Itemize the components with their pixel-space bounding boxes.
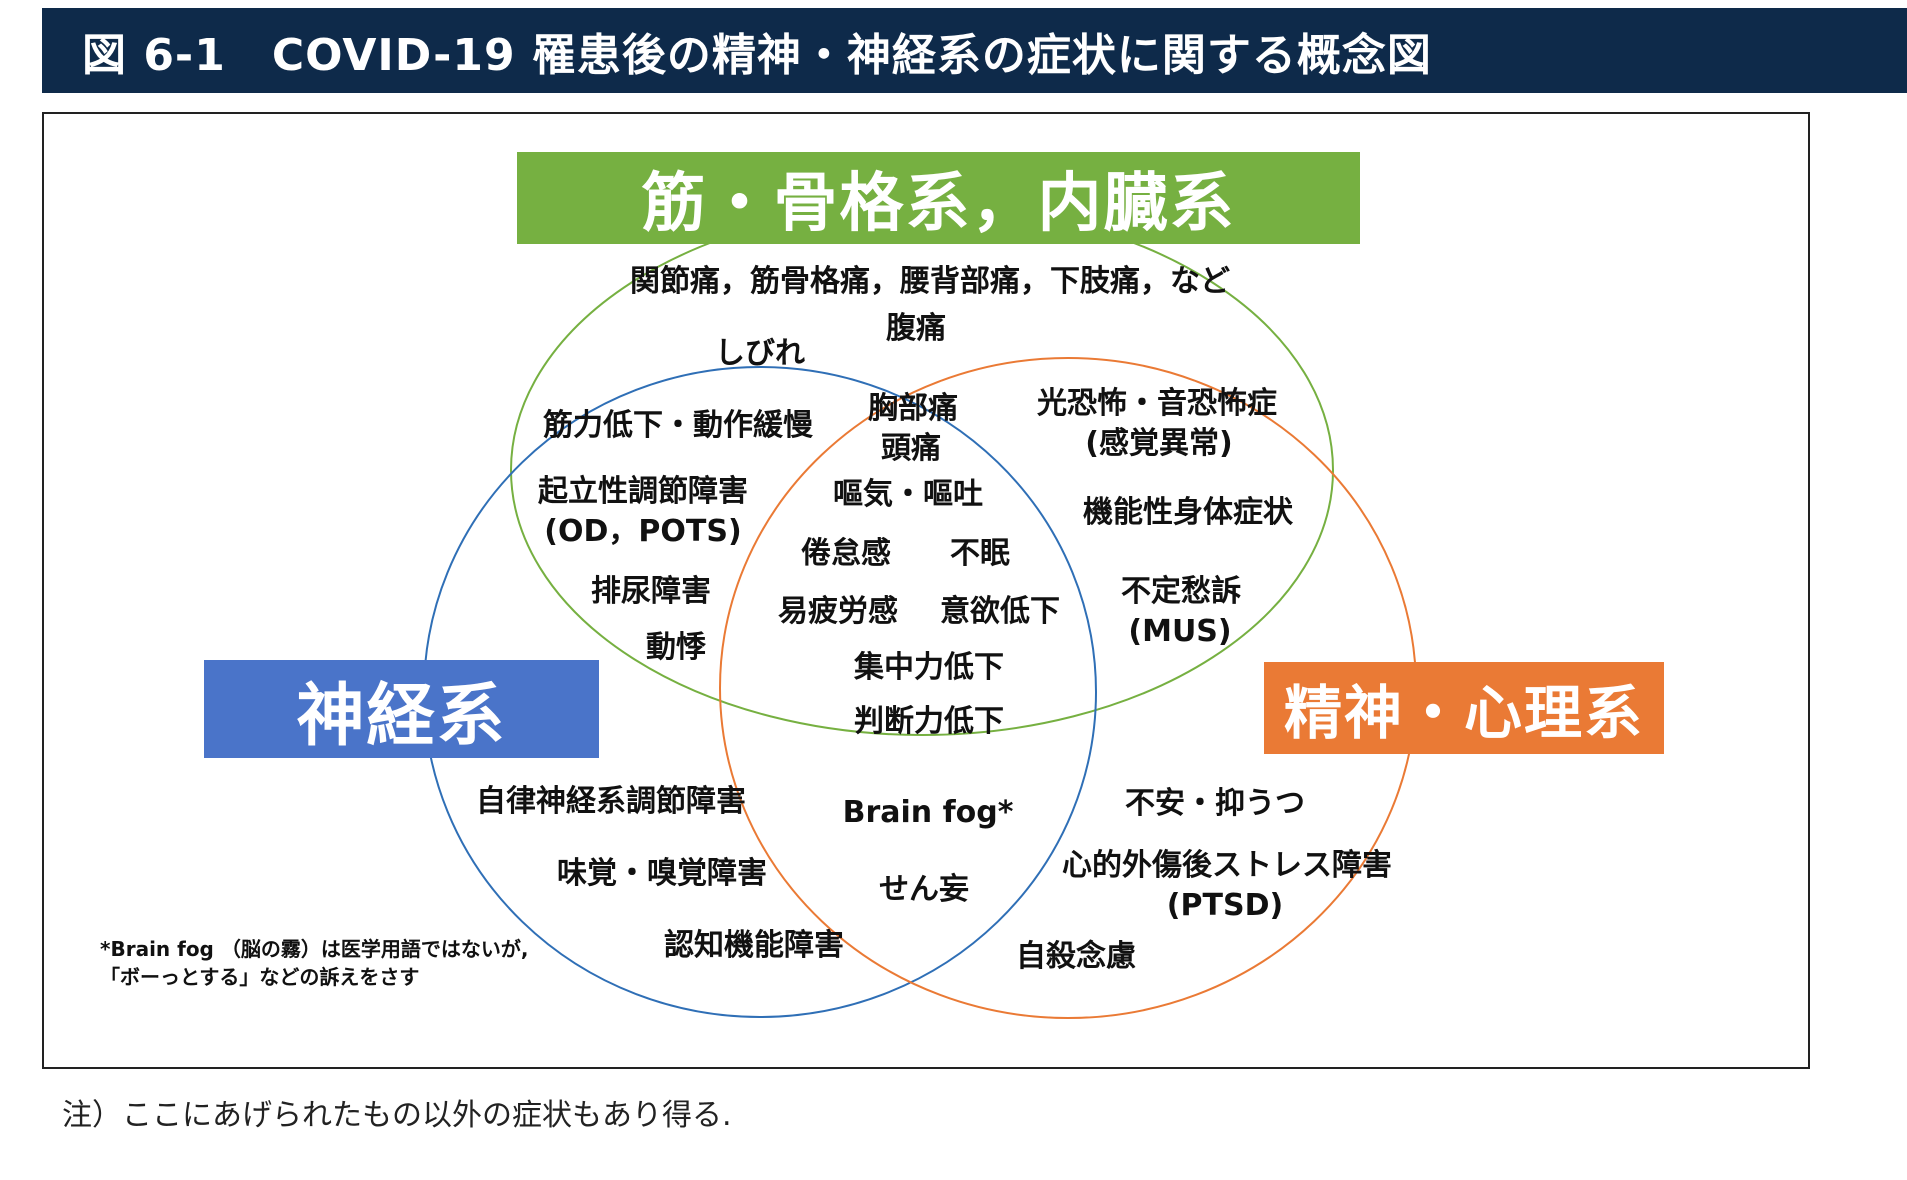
symptom-ptsd: 心的外傷後ストレス障害 — [1062, 848, 1392, 883]
footnote: 注）ここにあげられたもの以外の症状もあり得る. — [62, 1098, 732, 1133]
symptom-chest-pain: 胸部痛 — [868, 391, 958, 426]
symptom-autonomic: 自律神経系調節障害 — [476, 784, 746, 819]
symptom-photophobia: 光恐怖・音恐怖症 — [1037, 386, 1277, 421]
symptom-taste-smell: 味覚・嗅覚障害 — [557, 856, 767, 891]
symptom-mus: 不定愁訴 — [1121, 574, 1241, 609]
symptom-nausea: 嘔気・嘔吐 — [833, 477, 983, 512]
symptom-urinary: 排尿障害 — [591, 574, 711, 609]
symptom-delirium: せん妄 — [879, 872, 969, 907]
symptom-weakness: 筋力低下・動作緩慢 — [543, 408, 813, 443]
symptom-joint-pain: 関節痛，筋骨格痛，腰背部痛，下肢痛，など — [630, 264, 1230, 299]
brain-fog-note: *Brain fog （脳の霧）は医学用語ではないが, 「ボーっとする」などの訴… — [100, 935, 528, 991]
symptom-suicidal: 自殺念慮 — [1016, 939, 1136, 974]
symptom-mus-abbrev: (MUS) — [1128, 614, 1232, 649]
figure-title: COVID-19 罹患後の精神・神経系の症状に関する概念図 — [271, 29, 1432, 81]
symptom-od-pots: (OD，POTS) — [544, 514, 742, 549]
figure-title-bar: 図 6-1 COVID-19 罹患後の精神・神経系の症状に関する概念図 — [42, 8, 1907, 93]
symptom-anxiety: 不安・抑うつ — [1125, 786, 1305, 821]
brain-fog-note-line-2: 「ボーっとする」などの訴えをさす — [100, 965, 420, 989]
symptom-headache: 頭痛 — [881, 431, 941, 466]
symptom-fatigue: 倦怠感 — [801, 536, 891, 571]
category-psychological: 精神・心理系 — [1264, 662, 1664, 754]
figure-number: 図 6-1 — [82, 29, 226, 81]
brain-fog-note-line-1: *Brain fog （脳の霧）は医学用語ではないが, — [100, 937, 529, 961]
symptom-brain-fog: Brain fog* — [842, 795, 1014, 830]
diagram-frame — [42, 112, 1810, 1069]
symptom-insomnia: 不眠 — [950, 536, 1010, 571]
symptom-palpitation: 動悸 — [646, 630, 706, 665]
category-musculoskeletal: 筋・骨格系，内臓系 — [517, 152, 1360, 244]
symptom-abdominal-pain: 腹痛 — [886, 311, 946, 346]
category-neurological: 神経系 — [204, 660, 599, 758]
symptom-cognitive: 認知機能障害 — [664, 928, 844, 963]
symptom-concentration: 集中力低下 — [854, 650, 1004, 685]
symptom-judgment: 判断力低下 — [854, 704, 1004, 739]
symptom-low-motivation: 意欲低下 — [940, 594, 1060, 629]
symptom-sensory: (感覚異常) — [1085, 426, 1233, 461]
symptom-numbness: しびれ — [715, 336, 805, 371]
symptom-orthostatic: 起立性調節障害 — [538, 474, 748, 509]
symptom-functional: 機能性身体症状 — [1083, 495, 1293, 530]
symptom-tiredness: 易疲労感 — [778, 594, 898, 629]
symptom-ptsd-abbrev: (PTSD) — [1166, 888, 1284, 923]
